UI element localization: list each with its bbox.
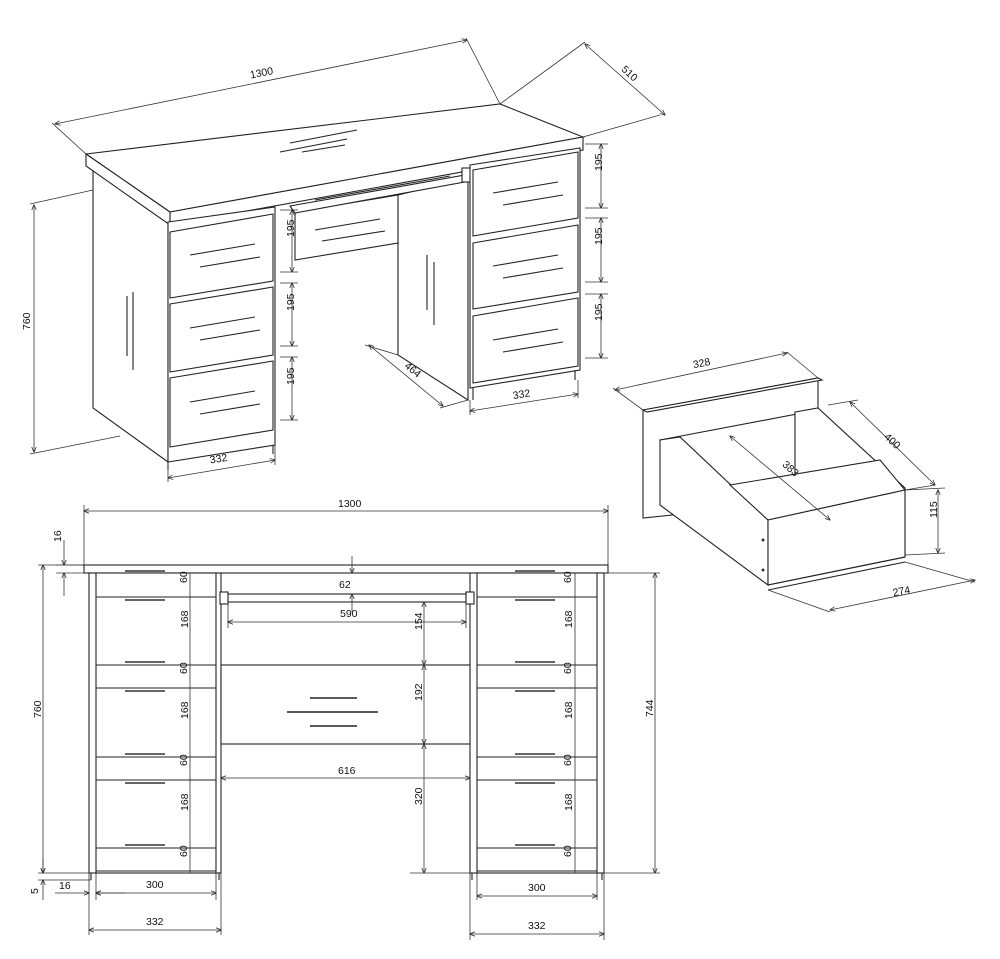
iso-depth-label: 510 [619, 63, 640, 84]
drawer-inner-width-label: 274 [892, 584, 912, 599]
left-col-4: 60 [178, 754, 190, 766]
left-col-2: 60 [178, 662, 190, 674]
front-left-outer [88, 572, 222, 874]
front-inner-right-label: 300 [528, 882, 546, 894]
iso-left-drawer-1-label: 195 [285, 219, 297, 237]
iso-height-label: 760 [21, 312, 33, 330]
front-outer-left-label: 332 [146, 916, 164, 928]
iso-width-label: 1300 [249, 65, 274, 81]
front-middle-panel-label: 192 [413, 683, 425, 701]
front-view [83, 564, 609, 880]
front-keyboard-width-label: 590 [340, 608, 358, 620]
drawer-depth-label: 400 [881, 431, 902, 452]
front-plinth-label: 5 [29, 888, 41, 894]
iso-right-drawer-1-label: 195 [593, 153, 605, 171]
right-column-dims: 60 168 60 168 60 168 60 [562, 571, 575, 857]
front-outer-right-label: 332 [528, 920, 546, 932]
iso-left-drawer-3 [169, 360, 274, 448]
left-col-1: 168 [179, 610, 191, 628]
iso-left-drawer-3-label: 195 [285, 367, 297, 385]
left-col-0: 60 [178, 571, 190, 583]
front-side-thickness-label: 16 [59, 880, 71, 892]
front-dimensions: 1300 16 760 744 62 590 154 192 616 320 [29, 498, 660, 940]
front-keyboard-tray [227, 593, 467, 603]
right-col-1: 168 [563, 610, 575, 628]
front-height-label: 760 [32, 700, 44, 718]
front-knee-height-label: 320 [413, 787, 425, 805]
left-col-3: 168 [179, 701, 191, 719]
right-col-5: 168 [563, 793, 575, 811]
front-knee-width-label: 616 [338, 765, 356, 777]
front-width-label: 1300 [338, 498, 362, 510]
front-gap-top-label: 62 [339, 579, 351, 591]
front-modesty-panel [220, 664, 471, 745]
front-right-outer [469, 572, 605, 874]
iso-dimensions: 1300 510 760 332 332 464 195 195 195 [21, 37, 665, 482]
drawer-detail: 328 400 383 115 274 [612, 352, 975, 613]
left-column-dims: 60 168 60 168 60 168 60 [178, 571, 191, 857]
right-col-4: 60 [562, 754, 574, 766]
iso-right-drawer-3 [472, 297, 579, 384]
front-right-height-label: 744 [644, 699, 656, 717]
right-col-6: 60 [562, 845, 574, 857]
iso-right-pedestal-label: 332 [512, 387, 531, 402]
iso-left-drawer-2-label: 195 [285, 293, 297, 311]
iso-right-drawer-2 [472, 224, 579, 310]
left-col-5: 168 [179, 793, 191, 811]
iso-left-drawer-1 [169, 213, 274, 299]
left-col-6: 60 [178, 845, 190, 857]
iso-right-drawer-2-label: 195 [593, 227, 605, 245]
right-col-0: 60 [562, 571, 574, 583]
right-col-2: 60 [562, 662, 574, 674]
iso-left-pedestal-label: 332 [209, 452, 228, 467]
front-gap-154-label: 154 [413, 612, 425, 630]
iso-left-drawer-2 [169, 286, 274, 373]
drawer-height-label: 115 [928, 501, 940, 518]
right-col-3: 168 [563, 701, 575, 719]
iso-right-drawer-1 [472, 151, 579, 237]
front-inner-left-label: 300 [146, 879, 164, 891]
front-top-thickness-label: 16 [52, 530, 64, 542]
iso-desk [84, 103, 585, 470]
iso-right-drawer-3-label: 195 [593, 303, 605, 321]
drawer-width-label: 328 [692, 356, 712, 371]
